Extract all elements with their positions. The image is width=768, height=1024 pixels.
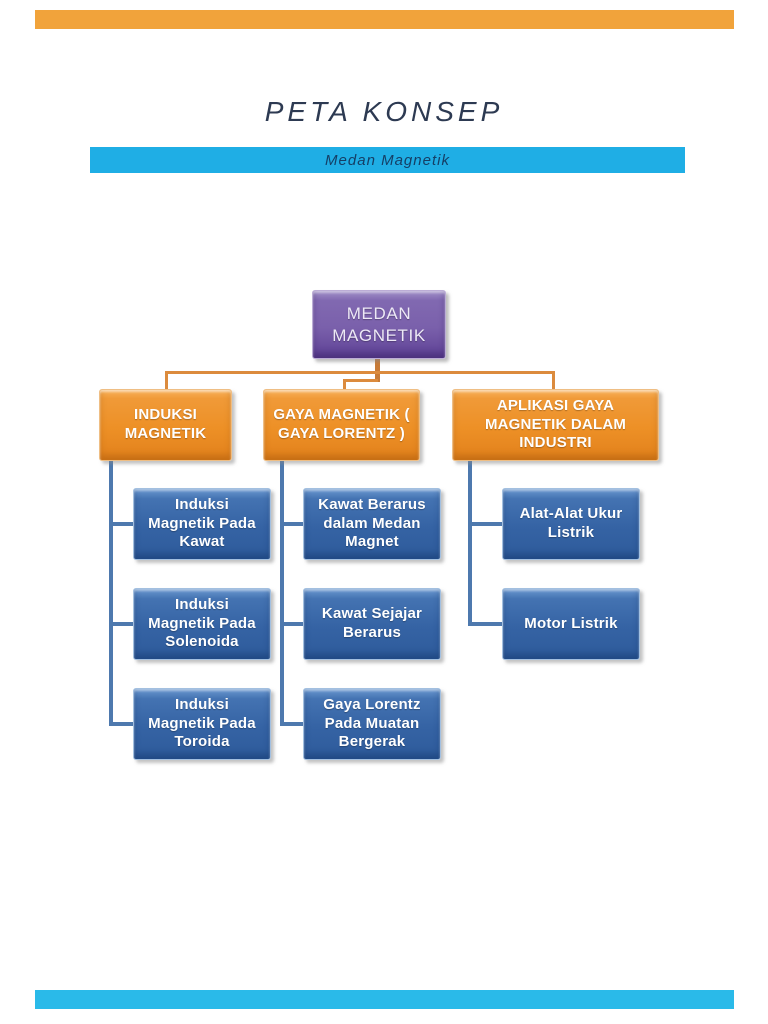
node-gaya-lorentz-muatan: Gaya Lorentz Pada Muatan Bergerak: [303, 688, 441, 760]
connector-stub: [109, 522, 133, 526]
node-aplikasi-gaya: APLIKASI GAYA MAGNETIK DALAM INDUSTRI: [452, 389, 659, 461]
node-label: Kawat Sejajar Berarus: [321, 605, 423, 641]
node-label: Induksi Magnetik Pada Toroida: [148, 695, 256, 751]
connector-drop-middle: [343, 379, 346, 390]
node-gaya-magnetik: GAYA MAGNETIK ( GAYA LORENTZ ): [263, 389, 420, 461]
node-label: INDUKSI MAGNETIK: [124, 406, 207, 442]
connector-stub: [280, 722, 303, 726]
node-medan-magnetik: MEDAN MAGNETIK: [312, 290, 446, 359]
connector-spine-gaya: [280, 461, 284, 726]
page-title: PETA KONSEP: [264, 96, 504, 127]
connector-drop-right: [552, 371, 555, 389]
node-kawat-berarus: Kawat Berarus dalam Medan Magnet: [303, 488, 441, 560]
node-label: Induksi Magnetik Pada Kawat: [148, 495, 256, 551]
connector-branch-rail: [165, 371, 555, 374]
node-label: Motor Listrik: [524, 614, 618, 632]
connector-spine-aplikasi: [468, 461, 472, 626]
node-motor-listrik: Motor Listrik: [502, 588, 640, 660]
connector-stub: [280, 622, 303, 626]
node-label: GAYA MAGNETIK ( GAYA LORENTZ ): [273, 406, 410, 442]
node-induksi-solenoida: Induksi Magnetik Pada Solenoida: [133, 588, 271, 660]
bottom-accent-bar: [35, 990, 734, 1009]
node-induksi-toroida: Induksi Magnetik Pada Toroida: [133, 688, 271, 760]
connector-middle-jog: [343, 379, 378, 382]
connector-stub: [109, 622, 133, 626]
node-label: Induksi Magnetik Pada Solenoida: [148, 595, 256, 651]
connector-drop-left: [165, 371, 168, 390]
node-label: Gaya Lorentz Pada Muatan Bergerak: [323, 695, 421, 751]
node-label: MEDAN MAGNETIK: [332, 304, 426, 345]
connector-stub: [468, 522, 502, 526]
connector-spine-induksi: [109, 461, 113, 726]
node-alat-ukur-listrik: Alat-Alat Ukur Listrik: [502, 488, 640, 560]
node-induksi-magnetik: INDUKSI MAGNETIK: [99, 389, 232, 461]
node-induksi-kawat: Induksi Magnetik Pada Kawat: [133, 488, 271, 560]
node-label: Kawat Berarus dalam Medan Magnet: [318, 495, 426, 551]
topic-banner: Medan Magnetik: [90, 147, 685, 173]
connector-stub: [280, 522, 303, 526]
connector-stub: [468, 622, 502, 626]
connector-root-stem: [375, 358, 380, 382]
node-label: Alat-Alat Ukur Listrik: [519, 505, 623, 541]
topic-banner-label: Medan Magnetik: [325, 151, 450, 169]
connector-stub: [109, 722, 133, 726]
node-kawat-sejajar: Kawat Sejajar Berarus: [303, 588, 441, 660]
top-accent-bar: [35, 10, 734, 29]
node-label: APLIKASI GAYA MAGNETIK DALAM INDUSTRI: [484, 396, 627, 452]
